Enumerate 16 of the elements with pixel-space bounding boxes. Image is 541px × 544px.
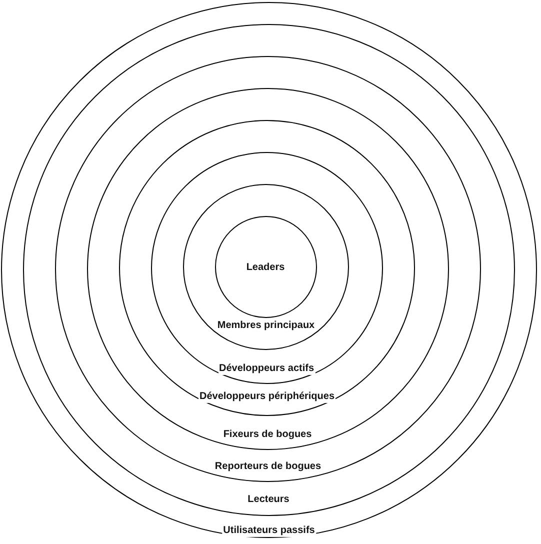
- ring-label: Utilisateurs passifs: [222, 525, 316, 537]
- ring: [86, 88, 448, 450]
- ring-label: Membres principaux: [216, 320, 316, 332]
- ring-label: Reporteurs de bogues: [214, 461, 322, 473]
- ring-label: Lecteurs: [246, 494, 290, 506]
- ring: [55, 56, 481, 482]
- ring: [119, 120, 415, 416]
- ring: [1, 2, 537, 538]
- ring-label: Leaders: [245, 262, 286, 274]
- ring: [183, 184, 349, 350]
- ring-label: Développeurs actifs: [218, 362, 316, 374]
- ring: [22, 24, 514, 516]
- ring-label: Développeurs périphériques: [198, 391, 336, 403]
- ring: [214, 216, 316, 318]
- ring-label: Fixeurs de bogues: [222, 428, 313, 440]
- ring: [150, 152, 382, 384]
